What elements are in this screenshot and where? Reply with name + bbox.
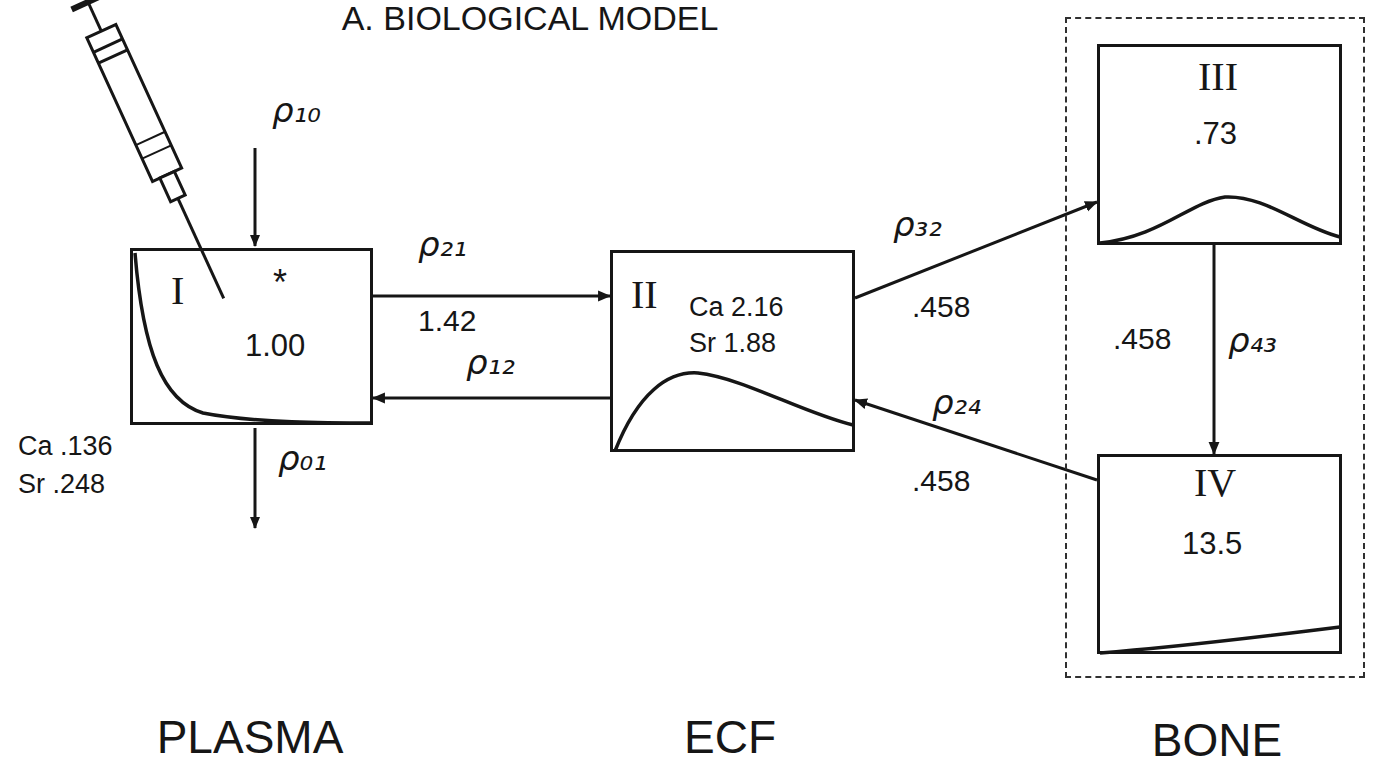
curve-line (615, 373, 853, 451)
rate-value: .458 (1113, 322, 1171, 355)
rate-value: .458 (912, 290, 970, 323)
rate-label: ρ₀₁ (278, 440, 327, 477)
flow-arrow (1213, 245, 1216, 454)
compartment-number: I (171, 269, 184, 313)
curve-line (135, 253, 373, 423)
rate-label: ρ₁₂ (466, 344, 515, 381)
bone-box: IV 13.5 (1097, 454, 1342, 654)
compartment-number: II (631, 273, 658, 317)
rate-label: ρ₂₄ (932, 384, 981, 421)
element-value: Sr .248 (18, 470, 105, 500)
bone-region: BONEIII.73IV13.5 (1065, 17, 1365, 678)
rate-label: ρ₁₀ (272, 92, 321, 129)
rate-label: ρ₄₃ (1228, 322, 1277, 359)
compartment-value: 1.00 (245, 329, 305, 363)
rate-label: ρ₂₁ (418, 226, 467, 263)
compartment-value: Ca 2.16 (689, 293, 784, 323)
compartment-value: Sr 1.88 (689, 329, 776, 359)
plasma-box: I * 1.00 (130, 248, 373, 425)
curve-line (1100, 627, 1340, 653)
curve-line (1100, 197, 1340, 243)
element-value: Ca .136 (18, 432, 113, 462)
compartment-name: PLASMA (157, 712, 344, 763)
syringe (72, 0, 240, 306)
compartment-number: III (1198, 55, 1238, 99)
injection-mark: * (273, 263, 287, 303)
diagram-title: A. BIOLOGICAL MODEL (342, 0, 719, 37)
rate-value: 1.42 (418, 304, 476, 337)
compartment-number: IV (1194, 461, 1236, 505)
compartment-value: .73 (1194, 117, 1237, 151)
flow-arrow (373, 397, 610, 400)
flow-arrow (855, 202, 1097, 298)
output-arrow (254, 428, 257, 528)
input-arrow (254, 148, 257, 246)
rate-value: .458 (912, 464, 970, 497)
flow-arrow (373, 295, 610, 298)
rate-label: ρ₃₂ (893, 206, 942, 243)
region-label: BONE (1152, 715, 1282, 766)
compartment-value: 13.5 (1182, 527, 1242, 561)
compartment-name: ECF (684, 712, 776, 763)
bone-box: III .73 (1097, 44, 1342, 245)
ecf-box: II Ca 2.16 Sr 1.88 (610, 250, 855, 452)
